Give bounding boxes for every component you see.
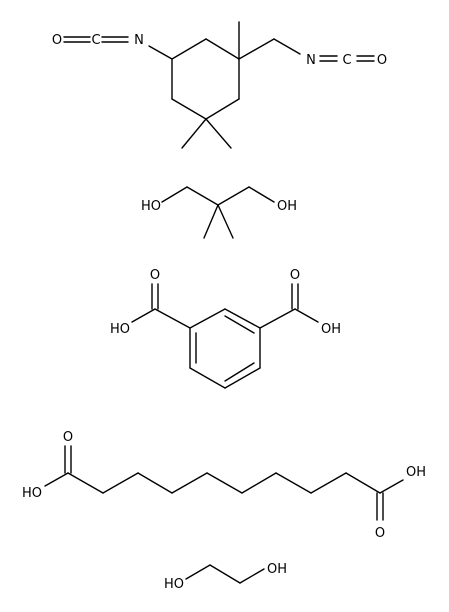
bond [345,472,381,494]
bond [67,472,104,494]
bond [239,568,265,584]
bond [241,472,277,494]
atom-label-oxygen: O [63,430,73,445]
bond [137,472,173,494]
atom-label-carbon: C [342,53,351,68]
bond [273,38,301,55]
bond [131,308,156,323]
molecule-isophorone-diisocyanate: O C N N C O [52,21,387,149]
bond [224,362,255,382]
atom-label-oxygen: O [375,526,385,541]
bond [44,472,69,487]
atom-label-hydroxyl: HO [164,577,184,592]
bond [189,308,226,329]
atom-label-oxygen: O [290,268,300,283]
bond [189,367,226,389]
atom-label-hydroxyl: HO [141,199,161,214]
atom-label-hydroxyl: OH [277,199,297,214]
bond [171,98,207,120]
bond [248,186,275,203]
atom-label-hydroxyl: HO [110,322,130,337]
bond [224,308,261,329]
bond [275,472,312,494]
bond [185,564,211,580]
molecule-isophthalic-acid: O HO O OH [110,268,341,389]
bond [205,118,232,149]
atom-label-oxygen: O [377,53,387,68]
bond [217,204,234,239]
bond [238,38,275,60]
bond [181,118,207,149]
bond [294,308,319,323]
atom-label-oxygen: O [150,268,160,283]
bond [209,564,241,584]
bond [102,472,139,494]
bond [205,98,240,120]
atom-label-hydroxyl: OH [321,322,341,337]
atom-label-nitrogen: N [306,53,316,68]
molecule-neopentyl-glycol: HO OH [141,186,297,239]
bond [186,186,219,206]
atom-label-oxygen: O [52,33,62,48]
bond [171,472,208,494]
atom-label-carbon: C [91,33,100,48]
bond [224,367,261,389]
bond [259,308,296,329]
bond [154,308,191,329]
bond [203,204,219,239]
molecule-sebacic-acid: O HO OH O [22,430,426,541]
bond [148,45,173,60]
bond [217,186,250,206]
atom-label-hydroxyl: HO [22,486,42,501]
bond [224,315,255,334]
bond [171,38,207,60]
atom-label-nitrogen: N [134,33,144,48]
bond [379,479,404,494]
bond [310,472,347,494]
atom-label-hydroxyl: OH [267,562,287,577]
bond [205,38,240,60]
bond [206,472,243,494]
atom-label-hydroxyl: OH [406,465,426,480]
bond [161,186,188,203]
molecule-ethylene-glycol: HO OH [164,562,287,592]
